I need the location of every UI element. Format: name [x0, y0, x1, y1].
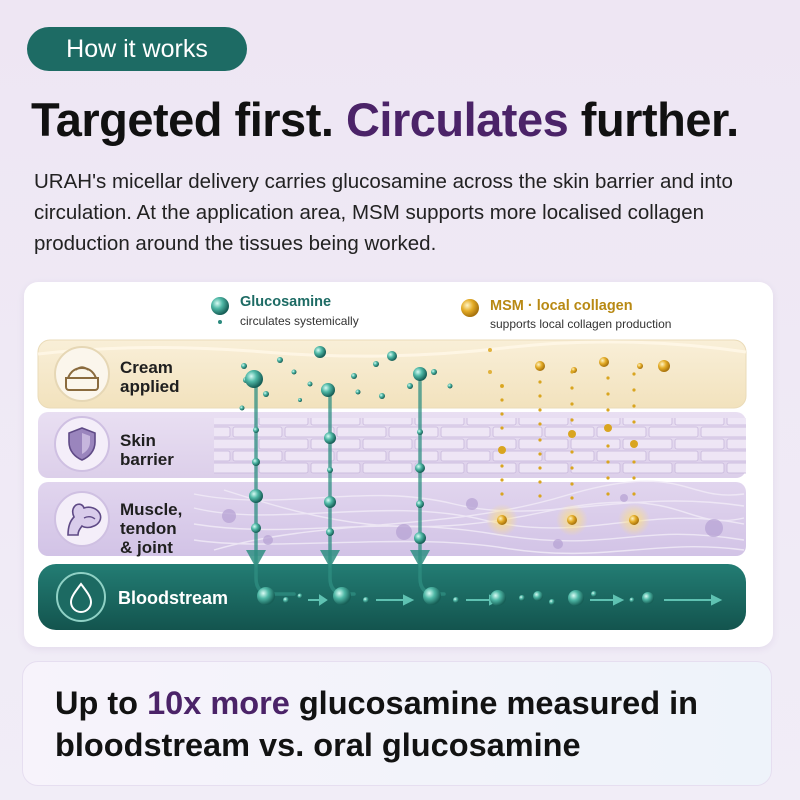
msm-molecule-icon [461, 299, 479, 317]
legend-glucosamine-subtitle: circulates systemically [240, 314, 359, 328]
how-it-works-badge: How it works [27, 27, 247, 71]
muscle-label-line-2: tendon [120, 519, 177, 538]
skin-label-line-2: barrier [120, 450, 174, 469]
muscle-layer [38, 482, 746, 556]
headline-part-2: further. [568, 93, 739, 146]
skin-layer-label: Skin barrier [120, 431, 174, 469]
legend-glucosamine-title: Glucosamine [240, 294, 332, 310]
claim-part-2: glucosamine measured in bloodstream vs. … [55, 685, 698, 763]
muscle-label-line-1: Muscle, [120, 500, 183, 519]
shield-icon [54, 416, 110, 472]
claim-text: Up to 10x more glucosamine measured in b… [55, 682, 755, 766]
bloodstream-layer [38, 564, 746, 630]
headline: Targeted first. Circulates further. [31, 92, 791, 147]
skin-label-line-1: Skin [120, 431, 156, 450]
muscle-layer-label: Muscle, tendon & joint [120, 500, 182, 557]
legend-msm-subtitle: supports local collagen production [490, 317, 672, 331]
claim-part-1: Up to [55, 685, 148, 721]
claim-panel: Up to 10x more glucosamine measured in b… [22, 661, 772, 786]
bloodstream-label: Bloodstream [118, 588, 229, 608]
cream-jar-icon [54, 346, 110, 402]
droplet-icon [56, 572, 106, 622]
glucosamine-molecule-icon [211, 297, 229, 324]
body-text: URAH's micellar delivery carries glucosa… [34, 170, 733, 255]
delivery-diagram: Glucosamine circulates systemically MSM … [24, 282, 773, 647]
diagram-graphic [37, 297, 747, 630]
muscle-label-line-3: & joint [120, 538, 173, 557]
headline-part-1: Targeted first. [31, 93, 346, 146]
cream-label-line-1: Cream [120, 358, 173, 377]
claim-accent: 10x more [147, 685, 290, 721]
cream-layer-label: Cream applied [120, 358, 180, 396]
arm-muscle-icon [54, 491, 110, 547]
headline-accent: Circulates [345, 93, 569, 146]
cream-label-line-2: applied [120, 377, 180, 396]
legend-msm-title: MSM · local collagen [490, 298, 633, 314]
cream-layer [37, 339, 747, 409]
